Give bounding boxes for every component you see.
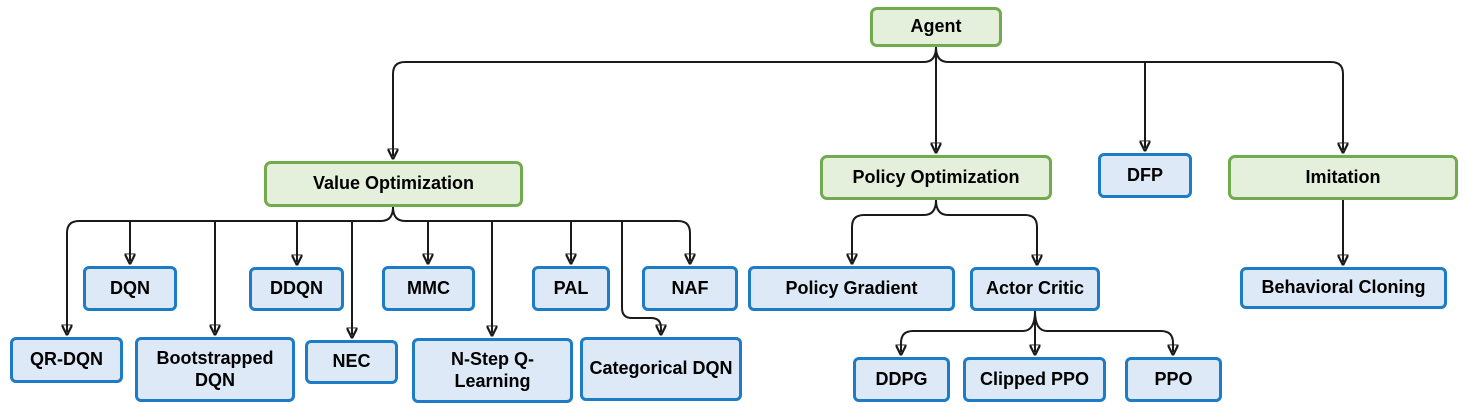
node-pal: PAL	[532, 266, 610, 311]
node-categorical-dqn: Categorical DQN	[580, 337, 742, 401]
edge-vo-categorical-dqn	[621, 221, 661, 332]
node-ddqn-label: DDQN	[270, 278, 323, 299]
node-value-optimization: Value Optimization	[264, 161, 523, 207]
node-n-step-q-learning-label: N-Step Q-Learning	[451, 348, 534, 391]
node-policy-gradient: Policy Gradient	[748, 266, 955, 311]
node-dfp: DFP	[1098, 153, 1192, 198]
node-n-step-q-learning: N-Step Q-Learning	[412, 338, 573, 403]
node-behavioral-cloning-label: Behavioral Cloning	[1261, 277, 1426, 298]
node-mmc: MMC	[382, 266, 475, 311]
node-ddpg: DDPG	[853, 357, 950, 402]
node-naf: NAF	[642, 266, 738, 311]
node-actor-critic: Actor Critic	[970, 267, 1100, 311]
node-naf-label: NAF	[671, 277, 709, 298]
edge-po-policy-gradient	[852, 199, 937, 261]
edge-po-actor-critic	[935, 199, 1037, 262]
edge-ac-ddpg	[901, 310, 1036, 352]
node-policy-optimization-label: Policy Optimization	[852, 166, 1020, 187]
node-ppo: PPO	[1125, 357, 1222, 402]
node-bootstrapped-dqn: Bootstrapped DQN	[135, 337, 295, 402]
node-value-optimization-label: Value Optimization	[312, 173, 475, 194]
node-policy-optimization: Policy Optimization	[820, 155, 1052, 200]
edge-agent-imitation	[935, 46, 1343, 150]
edge-ac-ppo	[1034, 310, 1173, 352]
node-behavioral-cloning: Behavioral Cloning	[1240, 267, 1447, 309]
node-policy-gradient-label: Policy Gradient	[785, 277, 918, 298]
node-clipped-ppo-label: Clipped PPO	[979, 368, 1089, 389]
node-imitation-label: Imitation	[1305, 166, 1381, 187]
node-qr-dqn: QR-DQN	[10, 337, 123, 383]
edge-vo-qr-dqn	[67, 206, 394, 332]
node-nec: NEC	[305, 340, 398, 384]
node-qr-dqn-label: QR-DQN	[30, 349, 103, 370]
node-nec-label: NEC	[332, 351, 371, 372]
node-pal-label: PAL	[553, 277, 589, 298]
node-dqn-label: DQN	[110, 277, 150, 298]
node-ppo-label: PPO	[1154, 368, 1193, 389]
node-agent: Agent	[870, 7, 1002, 47]
node-dqn: DQN	[83, 266, 177, 311]
edge-vo-naf	[392, 206, 690, 261]
node-mmc-label: MMC	[407, 277, 450, 298]
node-categorical-dqn-label: Categorical DQN	[589, 358, 733, 379]
node-clipped-ppo: Clipped PPO	[963, 357, 1106, 402]
node-bootstrapped-dqn-label: Bootstrapped DQN	[156, 347, 274, 390]
node-actor-critic-label: Actor Critic	[985, 278, 1084, 299]
node-dfp-label: DFP	[1127, 164, 1163, 185]
edge-agent-value-optimization	[393, 46, 937, 156]
node-ddpg-label: DDPG	[875, 368, 928, 389]
node-agent-label: Agent	[910, 16, 962, 37]
node-ddqn: DDQN	[249, 267, 344, 311]
node-imitation: Imitation	[1228, 155, 1458, 200]
